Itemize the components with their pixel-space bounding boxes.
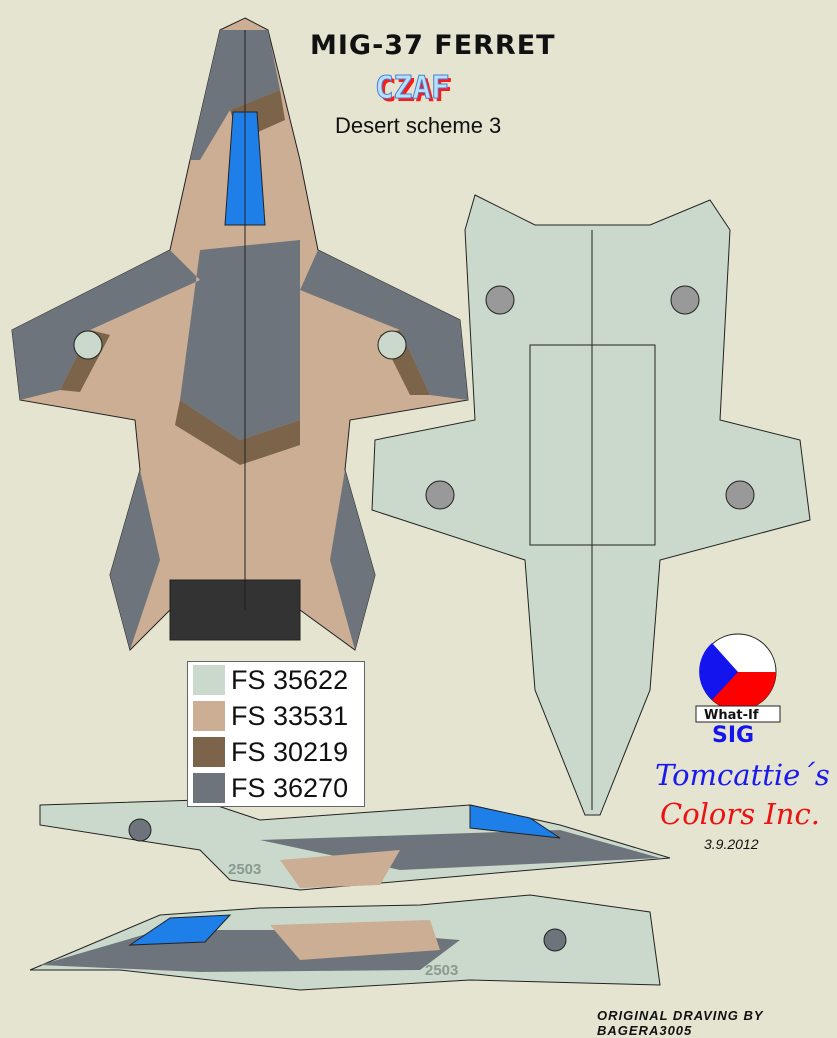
logo-sig: SIG	[712, 723, 754, 748]
color-legend: FS 35622 FS 33531 FS 30219 FS 36270	[187, 661, 365, 807]
legend-item: FS 30219	[188, 734, 364, 770]
original-credit: ORIGINAL DRAVING BY BAGERA3005	[597, 1008, 764, 1038]
legend-label: FS 35622	[231, 664, 349, 695]
date: 3.9.2012	[704, 836, 759, 852]
brand-line-2: Colors Inc.	[660, 797, 820, 831]
legend-item: FS 33531	[188, 698, 364, 734]
air-force-label: CZAF	[375, 70, 451, 107]
side-serial-right: 2503	[425, 962, 458, 979]
swatch	[193, 665, 225, 695]
logo-banner: What-If	[704, 708, 759, 723]
side-serial-left: 2503	[228, 861, 261, 878]
legend-label: FS 30219	[231, 736, 349, 767]
side-view-left	[39, 799, 671, 891]
swatch	[193, 737, 225, 767]
page-title: MIG-37 FERRET	[310, 30, 556, 61]
swatch	[193, 773, 225, 803]
brand-line-1: Tomcattie´s	[655, 758, 830, 792]
swatch	[193, 701, 225, 731]
scheme-label: Desert scheme 3	[335, 113, 502, 138]
legend-label: FS 33531	[231, 700, 349, 731]
legend-item: FS 36270	[188, 770, 364, 806]
legend-item: FS 35622	[188, 662, 364, 698]
bottom-view-aircraft	[371, 194, 811, 816]
side-view-right	[29, 894, 661, 991]
what-if-sig-logo: What-If SIG	[695, 633, 781, 748]
top-view-aircraft	[11, 17, 469, 651]
legend-label: FS 36270	[231, 772, 349, 803]
